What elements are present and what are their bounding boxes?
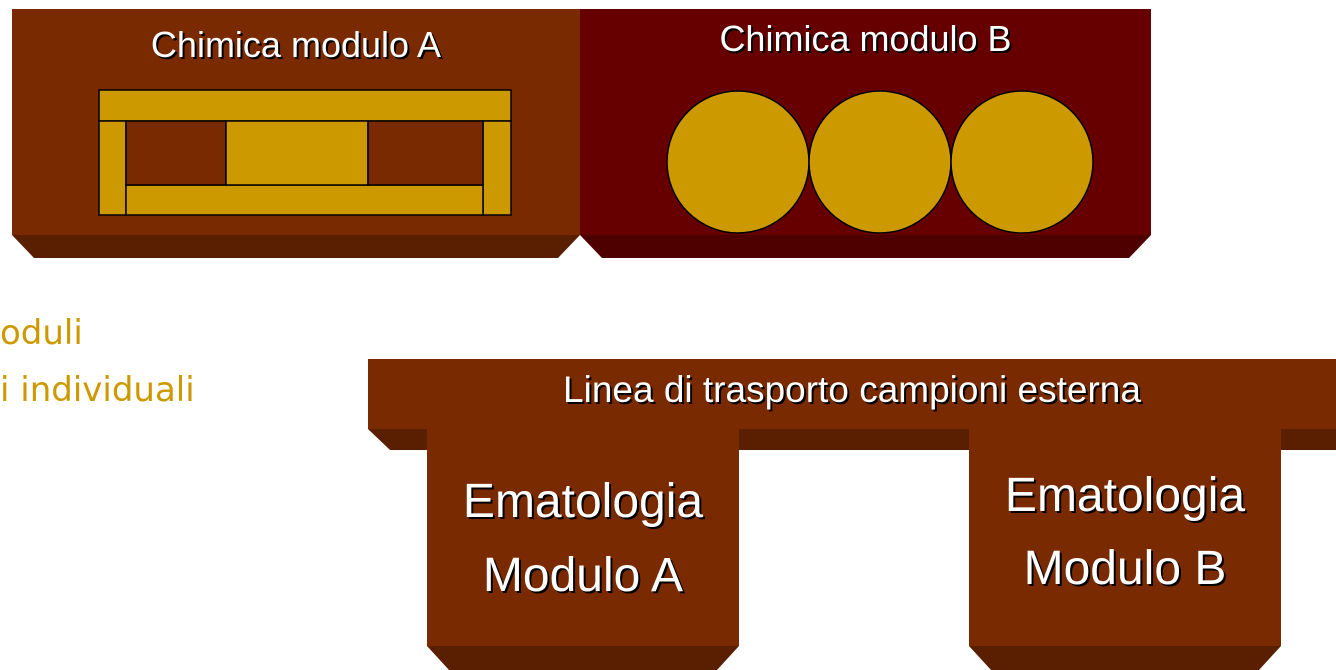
chemistry-module-a-label: Chimica modulo A xyxy=(150,24,442,65)
rack-top-bar xyxy=(98,89,512,122)
hematology-module-a xyxy=(427,426,739,670)
chemistry-module-a-shadow xyxy=(12,235,580,258)
side-text-line2: i individuali xyxy=(0,370,195,410)
rack-center-block xyxy=(225,120,369,186)
rack-left-post xyxy=(98,120,127,216)
hematology-module-b-line1: Ematologia xyxy=(1004,469,1246,522)
side-text-line1: oduli xyxy=(0,313,83,353)
hematology-module-a-shadow xyxy=(427,646,739,670)
hematology-module-b-line2: Modulo B xyxy=(1023,542,1227,595)
hematology-module-a-face xyxy=(427,426,739,646)
circle-3 xyxy=(950,90,1094,234)
transport-line-label: Linea di trasporto campioni esterna xyxy=(563,369,1141,410)
circle-1 xyxy=(666,90,810,234)
hematology-module-b-face xyxy=(969,426,1281,646)
chemistry-module-b-shadow xyxy=(580,235,1151,258)
chemistry-module-b-label: Chimica modulo B xyxy=(719,18,1012,59)
circle-2 xyxy=(808,90,952,234)
rack-bottom-bar xyxy=(125,184,484,216)
rack-right-post xyxy=(482,120,512,216)
rack-slot-left xyxy=(125,120,227,186)
hematology-module-a-line2: Modulo A xyxy=(482,549,684,602)
transport-line-top xyxy=(368,359,1336,429)
rack-pattern xyxy=(98,89,512,216)
rack-slot-right xyxy=(367,120,484,186)
hematology-module-b xyxy=(969,426,1281,670)
circle-group xyxy=(666,90,1094,234)
hematology-module-a-line1: Ematologia xyxy=(462,475,704,528)
hematology-module-b-shadow xyxy=(969,646,1281,670)
